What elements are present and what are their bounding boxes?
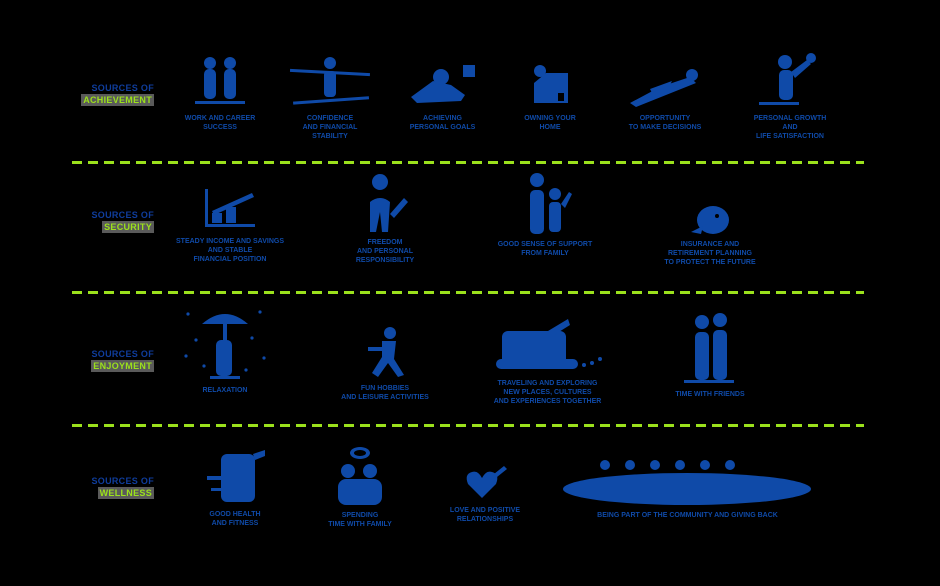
category-label: Sources of Enjoyment: [58, 348, 154, 372]
item-dancing-person: Fun hobbies and leisure activities: [330, 325, 440, 402]
item-flying-person: Opportunity to make decisions: [610, 55, 720, 132]
separator-dashed: [72, 161, 864, 164]
item-health: Good health and fitness: [185, 448, 285, 528]
item-family: Good sense of support from family: [490, 170, 600, 258]
item-two-people: Work and career success: [170, 55, 270, 132]
umbrella-rain-icon: [184, 310, 266, 379]
item-person-thinking: Freedom and personal responsibility: [325, 172, 445, 265]
growth-chart-icon: [205, 189, 255, 227]
item-friends: Time with friends: [655, 310, 765, 399]
category-label-line2: Security: [102, 221, 154, 233]
home-icon: [534, 65, 568, 103]
item-caption: Insurance and retirement planning to pro…: [664, 241, 756, 266]
item-piggy-bank: Insurance and retirement planning to pro…: [645, 200, 775, 267]
item-caption: Good sense of support from family: [497, 241, 593, 257]
item-caption: Relaxation: [202, 387, 248, 394]
item-celebrating-person: Personal growth and life satisfaction: [740, 52, 840, 141]
heart-icon: [466, 466, 507, 498]
item-caption: Steady income and savings and stable fin…: [176, 238, 284, 263]
item-helping-hand: Achieving personal goals: [395, 55, 490, 132]
item-heart: Love and positive relationships: [430, 462, 540, 524]
community-icon: [563, 460, 811, 505]
item-caption: Fun hobbies and leisure activities: [341, 385, 429, 401]
category-label-line2: Wellness: [97, 487, 154, 499]
item-home: Owning your home: [505, 55, 595, 132]
separator-dashed: [72, 424, 864, 427]
item-caption: Freedom and personal responsibility: [355, 239, 415, 264]
category-label-line1: Sources of: [91, 210, 154, 220]
helping-hand-icon: [410, 65, 475, 103]
category-label-line2: Enjoyment: [91, 360, 154, 372]
item-caption: Being part of the community and giving b…: [597, 512, 778, 519]
flying-person-icon: [630, 69, 698, 107]
item-caption: Opportunity to make decisions: [628, 115, 702, 131]
item-caption: Owning your home: [524, 115, 576, 131]
friends-icon: [684, 313, 734, 383]
item-caption: Good health and fitness: [209, 511, 261, 527]
item-caption: Work and career success: [184, 115, 256, 131]
item-caption: Spending time with family: [328, 512, 392, 528]
balancing-person-icon: [289, 57, 370, 105]
item-caption: Personal growth and life satisfaction: [753, 115, 827, 140]
item-caption: Achieving personal goals: [409, 115, 476, 131]
piggy-bank-icon: [691, 206, 729, 234]
item-umbrella-rain: Relaxation: [175, 300, 275, 395]
two-people-icon: [195, 57, 245, 104]
person-thinking-icon: [370, 174, 408, 232]
item-caption: Traveling and exploring new places, cult…: [493, 380, 602, 405]
category-label-line2: Achievement: [81, 94, 154, 106]
item-community: Being part of the community and giving b…: [555, 455, 820, 520]
item-loving-family: Spending time with family: [310, 443, 410, 529]
loving-family-icon: [338, 447, 382, 505]
item-balancing-person: Confidence and financial stability: [280, 55, 380, 141]
dancing-person-icon: [368, 327, 404, 377]
category-label: Sources of Achievement: [58, 82, 154, 106]
category-label: Sources of Wellness: [58, 475, 154, 499]
category-label-line1: Sources of: [91, 476, 154, 486]
celebrating-person-icon: [759, 53, 816, 105]
item-travel-car: Traveling and exploring new places, cult…: [485, 315, 610, 406]
category-label: Sources of Security: [58, 209, 154, 233]
item-caption: Confidence and financial stability: [302, 115, 358, 140]
health-icon: [207, 450, 265, 502]
category-label-line1: Sources of: [91, 349, 154, 359]
item-caption: Time with friends: [675, 391, 745, 398]
category-label-line1: Sources of: [91, 83, 154, 93]
item-growth-chart: Steady income and savings and stable fin…: [170, 185, 290, 264]
item-caption: Love and positive relationships: [449, 507, 521, 523]
travel-car-icon: [495, 319, 602, 369]
family-icon: [530, 173, 572, 234]
separator-dashed: [72, 291, 864, 294]
